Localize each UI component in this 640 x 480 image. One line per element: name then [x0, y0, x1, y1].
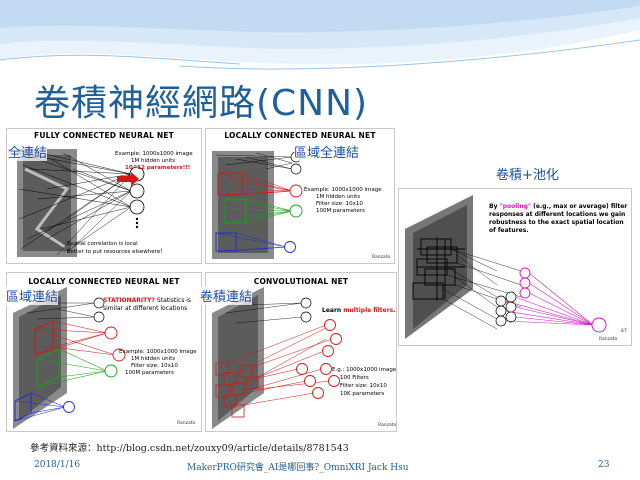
parameters-text: 100M parameters — [125, 370, 174, 376]
convolutional-diagram — [212, 287, 342, 429]
label-conv-pooling: 卷積+池化 — [496, 168, 559, 183]
label-convolutional: 卷積連結 — [200, 286, 253, 305]
panel-header: FULLY CONNECTED NEURAL NET — [34, 131, 174, 140]
credit-text: Ranzato — [177, 421, 196, 426]
footer-date: 2018/1/16 — [34, 460, 81, 470]
example-text: Example: 1000x1000 image — [115, 151, 193, 157]
example-text: E.g.: 1000x1000 image — [332, 367, 397, 373]
filters-count-text: 100 Filters — [340, 375, 369, 381]
panel-header: LOCALLY CONNECTED NEURAL NET — [224, 131, 376, 140]
credit-text: Ranzato — [378, 423, 397, 428]
hidden-units-text: 1M hidden units — [131, 356, 176, 362]
label-locally-connected: 區域連結 — [6, 286, 59, 305]
filter-size-text: Filter size: 10x10 — [316, 201, 363, 207]
pooling-description: By "pooling" (e.g., max or average) filt… — [489, 203, 629, 235]
learn-text-red: multiple filters. — [343, 307, 396, 314]
conv-pooling-diagram — [405, 195, 607, 339]
panel-fully-connected: FULLY CONNECTED NEURAL NET Example: 1000… — [6, 128, 202, 264]
panel-header: CONVOLUTIONAL NET — [253, 277, 349, 286]
footer-title: MakerPRO研究會_AI是哪回事?_OmniXRI Jack Hsu — [187, 463, 409, 473]
pooling-keyword: "pooling" — [499, 203, 532, 210]
note-resources-text: - Better to put resources elsewhere! — [63, 249, 163, 255]
label-fully-connected: 全連結 — [8, 142, 48, 161]
label-local-full: 區域全連結 — [294, 142, 360, 161]
note-spatial-text: - Spatial correlation is local — [63, 241, 138, 247]
footer-page-number: 23 — [598, 460, 610, 470]
panel-conv-pooling: By "pooling" (e.g., max or average) filt… — [398, 188, 632, 346]
page-number-text: 67 — [621, 329, 627, 334]
fully-connected-diagram — [17, 149, 145, 257]
parameters-text: 10K parameters — [340, 391, 385, 397]
hidden-units-text: 1M hidden units — [131, 158, 176, 164]
local-full-diagram — [212, 151, 303, 259]
example-text: Example: 1000x1000 image — [304, 187, 382, 193]
credit-text: Ranzato — [372, 255, 391, 260]
hidden-units-text: 1M hidden units — [316, 194, 361, 200]
example-text: Example: 1000x1000 image — [119, 349, 197, 355]
credit-text: Ranzato — [599, 337, 618, 342]
filter-size-text: Filter size: 10x10 — [131, 363, 178, 369]
stationarity-keyword: STATIONARITY? — [103, 297, 155, 304]
stationarity-desc-1: Statistics is — [156, 297, 192, 304]
locally-connected-diagram — [13, 287, 126, 429]
slide-title: 卷積神經網路(CNN) — [34, 83, 369, 124]
parameters-text: 100M parameters — [316, 208, 365, 214]
panel-header: LOCALLY CONNECTED NEURAL NET — [28, 277, 180, 286]
header-swoosh-decoration — [0, 0, 640, 70]
reference-link[interactable]: 參考資料來源：http://blog.csdn.net/zouxy09/arti… — [30, 443, 349, 454]
learn-text-pre: Learn — [322, 307, 344, 314]
pooling-text-pre: By — [489, 203, 500, 210]
filter-size-text: Filter size: 10x10 — [340, 383, 387, 389]
parameters-text: 10^12 parameters!!! — [125, 165, 191, 171]
stationarity-desc-2: similar at different locations — [103, 305, 188, 312]
pooling-text-post: (e.g., max or average) filter responses … — [489, 203, 628, 234]
learn-filters-text: Learn multiple filters. — [322, 307, 396, 314]
stationarity-text: STATIONARITY? Statistics is similar at d… — [103, 297, 191, 313]
